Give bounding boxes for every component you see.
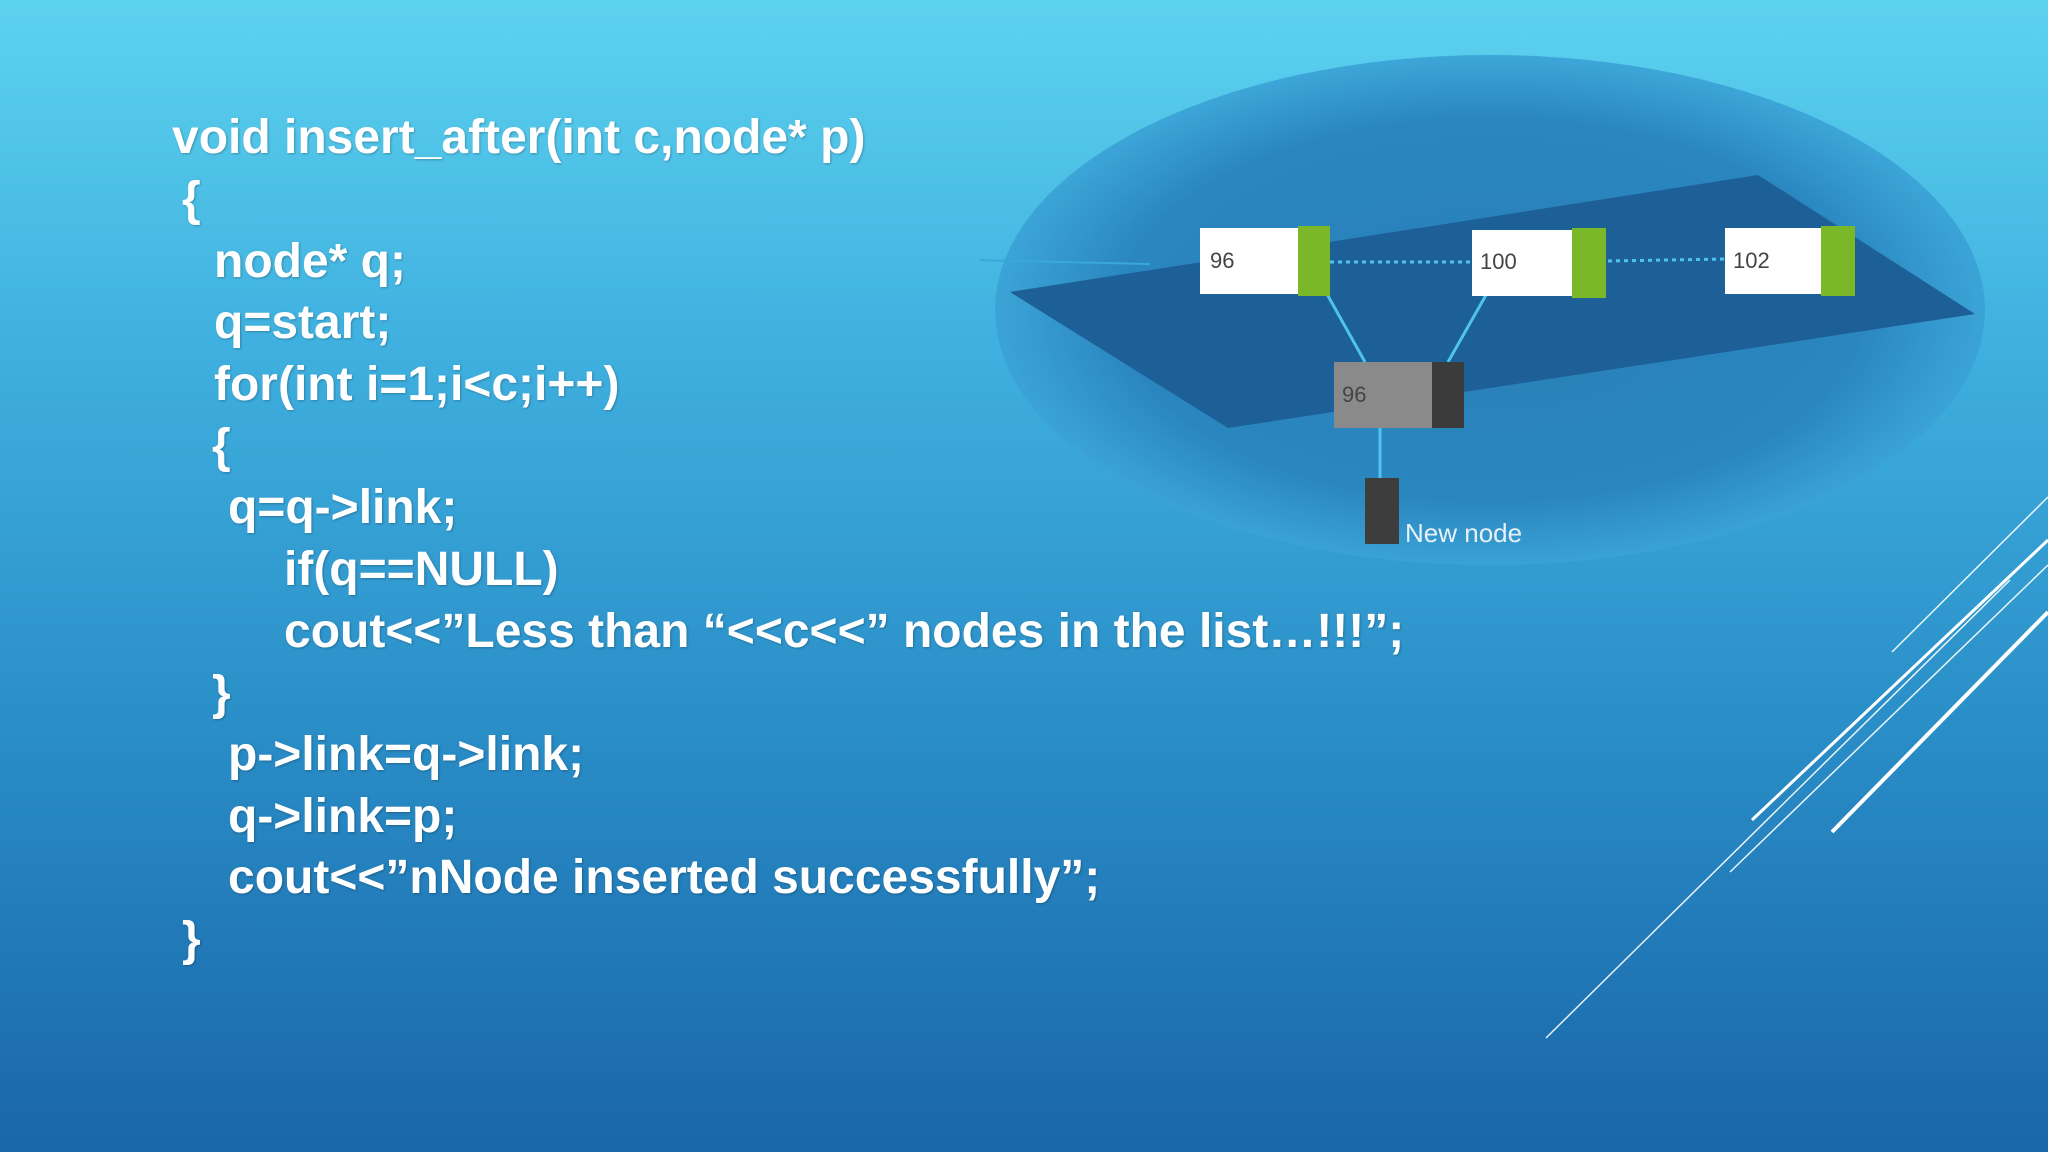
code-line-13: cout<<”nNode inserted successfully”; xyxy=(228,851,1101,904)
node-value: 100 xyxy=(1480,249,1517,274)
code-block: void insert_after(int c,node* p) { node*… xyxy=(172,111,1405,966)
new-list-node: 96 xyxy=(1334,362,1464,428)
code-line-2: { xyxy=(182,173,201,226)
code-line-7: q=q->link; xyxy=(228,481,458,534)
decorative-lines xyxy=(1545,496,2048,1039)
node-value: 96 xyxy=(1342,382,1366,407)
node-value: 96 xyxy=(1210,248,1234,273)
code-line-3: node* q; xyxy=(214,235,406,288)
new-node-label: New node xyxy=(1405,518,1522,548)
link-from-new xyxy=(1446,287,1492,363)
list-node-3: 102 xyxy=(1725,226,1855,296)
new-node-pointer xyxy=(1365,478,1399,544)
code-line-6: { xyxy=(212,420,231,473)
code-line-9: cout<<”Less than “<<c<<” nodes in the li… xyxy=(284,605,1405,658)
code-line-1: void insert_after(int c,node* p) xyxy=(172,111,866,164)
list-node-2: 100 xyxy=(1472,228,1606,298)
code-line-8: if(q==NULL) xyxy=(284,543,559,596)
linked-list-diagram: 96 100 102 96 New node xyxy=(980,55,1985,565)
link-in xyxy=(980,259,1151,265)
list-node-1: 96 xyxy=(1200,226,1330,296)
node-value: 102 xyxy=(1733,248,1770,273)
code-line-12: q->link=p; xyxy=(228,790,458,843)
code-line-5: for(int i=1;i<c;i++) xyxy=(214,358,620,411)
code-line-14: } xyxy=(182,913,201,966)
code-line-4: q=start; xyxy=(214,296,392,349)
code-line-10: } xyxy=(212,667,231,720)
code-line-11: p->link=q->link; xyxy=(228,728,585,781)
link-100-102 xyxy=(1607,257,1726,263)
